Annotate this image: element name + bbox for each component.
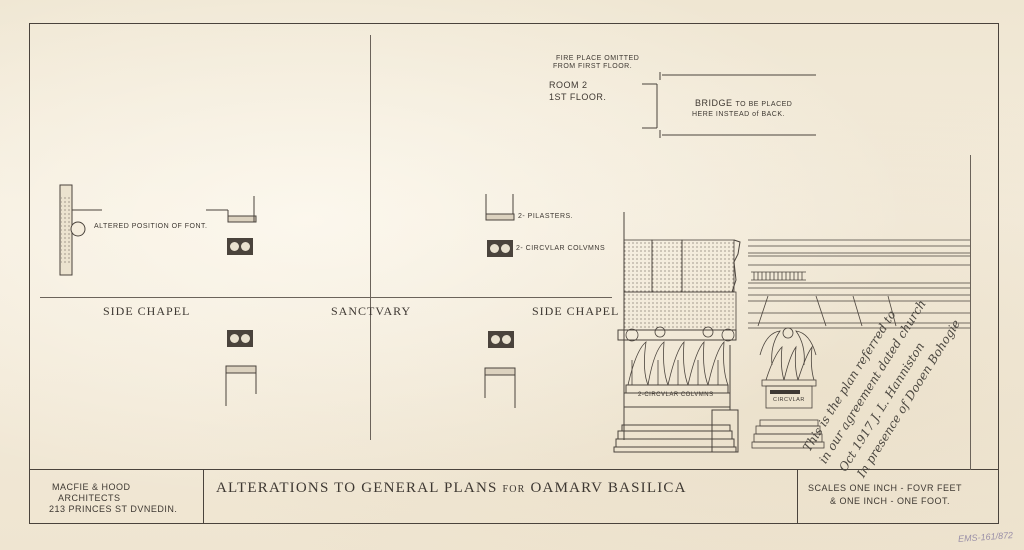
architect-name: MACFIE & HOOD (52, 482, 131, 492)
drawing-title: ALTERATIONS TO GENERAL PLANS FOR OAMARV … (216, 480, 687, 497)
column-pair-plan-left-top (227, 238, 253, 255)
pilaster-plan-right-bottom (484, 367, 516, 408)
drawing-title-place: OAMARV BASILICA (530, 480, 687, 496)
right-margin-line (970, 155, 971, 470)
annotation-pilasters: 2- PILASTERS. (518, 213, 574, 220)
bridge-word: BRIDGE (695, 98, 733, 108)
annotation-fireplace-2: FROM FIRST FLOOR. (553, 63, 633, 70)
border-top (29, 23, 999, 24)
pilaster-plan-left-top (206, 196, 257, 223)
column-pair-plan-right-top (487, 240, 513, 257)
entablature-elevation (748, 239, 970, 329)
annotation-room-2: 1ST FLOOR. (549, 92, 607, 102)
pilaster-plan-right-top (485, 194, 515, 221)
border-left (29, 23, 30, 523)
font-wall-detail (59, 184, 102, 276)
drawing-title-main: ALTERATIONS TO GENERAL PLANS (216, 480, 498, 496)
title-block-divider-1 (203, 469, 204, 523)
drawing-title-for: FOR (502, 484, 526, 495)
plan-horizontal-axis (40, 297, 612, 298)
architect-address: 213 PRINCES ST DVNEDIN. (49, 504, 178, 514)
border-right (998, 23, 999, 523)
annotation-column-detail: 2-CIRCVLAR COLVMNS (638, 392, 714, 398)
annotation-room-1: ROOM 2 (549, 80, 588, 90)
scales-line-1: SCALES ONE INCH - FOVR FEET (808, 483, 963, 493)
border-bottom (29, 523, 999, 524)
pilaster-plan-left-bottom (225, 365, 257, 406)
annotation-circular-columns: 2- CIRCVLAR COLVMNS (516, 245, 606, 252)
bridge-rest: TO BE PLACED (735, 101, 793, 108)
large-column-elevation (613, 212, 741, 453)
annotation-bridge-main: BRIDGE TO BE PLACED (695, 98, 792, 108)
archive-stamp: EMS-161/872 (957, 530, 1014, 544)
title-block-divider-2 (797, 469, 798, 523)
scales-line-2: & ONE INCH - ONE FOOT. (830, 496, 951, 506)
label-side-chapel-left: SIDE CHAPEL (103, 304, 191, 318)
annotation-font: ALTERED POSITION OF FONT. (94, 223, 208, 230)
label-side-chapel-right: SIDE CHAPEL (532, 304, 620, 318)
small-column-elevation (751, 327, 825, 449)
plan-vertical-axis (370, 35, 371, 440)
annotation-fireplace-1: FIRE PLACE OMITTED (556, 55, 640, 62)
title-block-top (29, 469, 999, 470)
column-pair-plan-left-bottom (227, 330, 253, 347)
bridge-outline (642, 72, 816, 138)
column-pair-plan-right-bottom (488, 331, 514, 348)
label-sanctuary: SANCTVARY (331, 304, 412, 318)
annotation-bridge-2: HERE INSTEAD of BACK. (692, 111, 785, 118)
annotation-small-column: CIRCVLAR (773, 397, 805, 403)
architect-role: ARCHITECTS (58, 493, 121, 503)
